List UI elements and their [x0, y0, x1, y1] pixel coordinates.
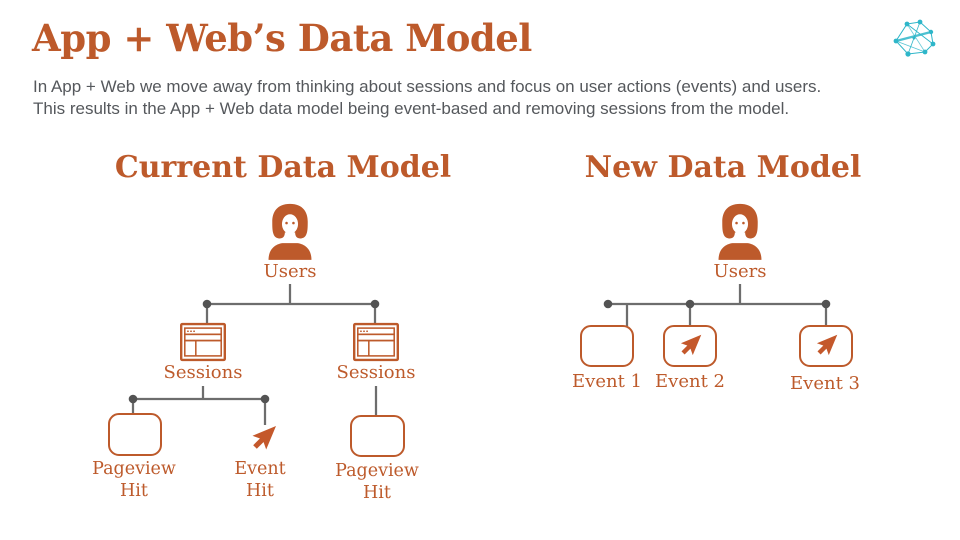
pageview-hit-label: Pageview Hit	[92, 459, 176, 501]
event-hit-label: Event Hit	[234, 459, 286, 501]
network-graph-icon	[893, 19, 936, 57]
event-1-box	[580, 325, 634, 367]
event-2-box	[663, 325, 717, 367]
event-3-box	[799, 325, 853, 367]
event-2-label: Event 2	[655, 371, 725, 392]
browser-window-icon	[353, 322, 399, 362]
browser-window-icon	[180, 322, 226, 362]
current-sessions-label-left: Sessions	[163, 362, 243, 383]
cursor-arrow-icon	[680, 334, 702, 356]
new-users-label: Users	[713, 261, 767, 282]
person-user-icon	[718, 203, 762, 260]
current-model-heading: Current Data Model	[114, 150, 452, 185]
pageview-hit-box	[350, 415, 405, 457]
event-1-label: Event 1	[572, 371, 642, 392]
person-user-icon	[268, 203, 312, 260]
new-model-heading: New Data Model	[584, 150, 862, 185]
page-title: App + Web’s Data Model	[32, 16, 532, 60]
slide-description: In App + Web we move away from thinking …	[33, 76, 923, 120]
cursor-arrow-icon	[816, 334, 838, 356]
pageview-hit-label: Pageview Hit	[335, 461, 419, 503]
cursor-arrow-icon	[252, 426, 276, 450]
event-3-label: Event 3	[790, 373, 860, 394]
description-line-2: This results in the App + Web data model…	[33, 99, 790, 118]
connector-lines	[131, 284, 828, 425]
current-users-label: Users	[263, 261, 317, 282]
description-line-1: In App + Web we move away from thinking …	[33, 77, 822, 96]
pageview-hit-box	[108, 413, 162, 456]
current-sessions-label-right: Sessions	[336, 362, 416, 383]
